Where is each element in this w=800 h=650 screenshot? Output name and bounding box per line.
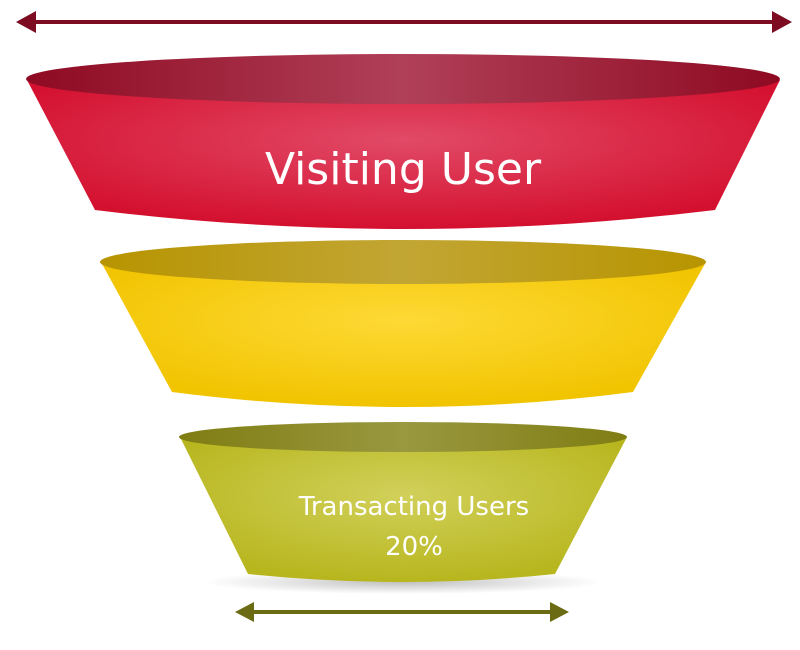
- funnel-stage-transacting: Transacting Users 20%: [179, 422, 627, 582]
- stage-label-visiting: Visiting User: [265, 144, 542, 195]
- stage-value-transacting: 20%: [385, 532, 443, 562]
- top-width-arrow: [16, 11, 792, 33]
- stage-label-transacting: Transacting Users: [298, 492, 529, 522]
- funnel-stage-visiting: Visiting User: [26, 54, 780, 229]
- funnel-stage-middle: [100, 240, 706, 407]
- bottom-width-arrow: [235, 602, 569, 622]
